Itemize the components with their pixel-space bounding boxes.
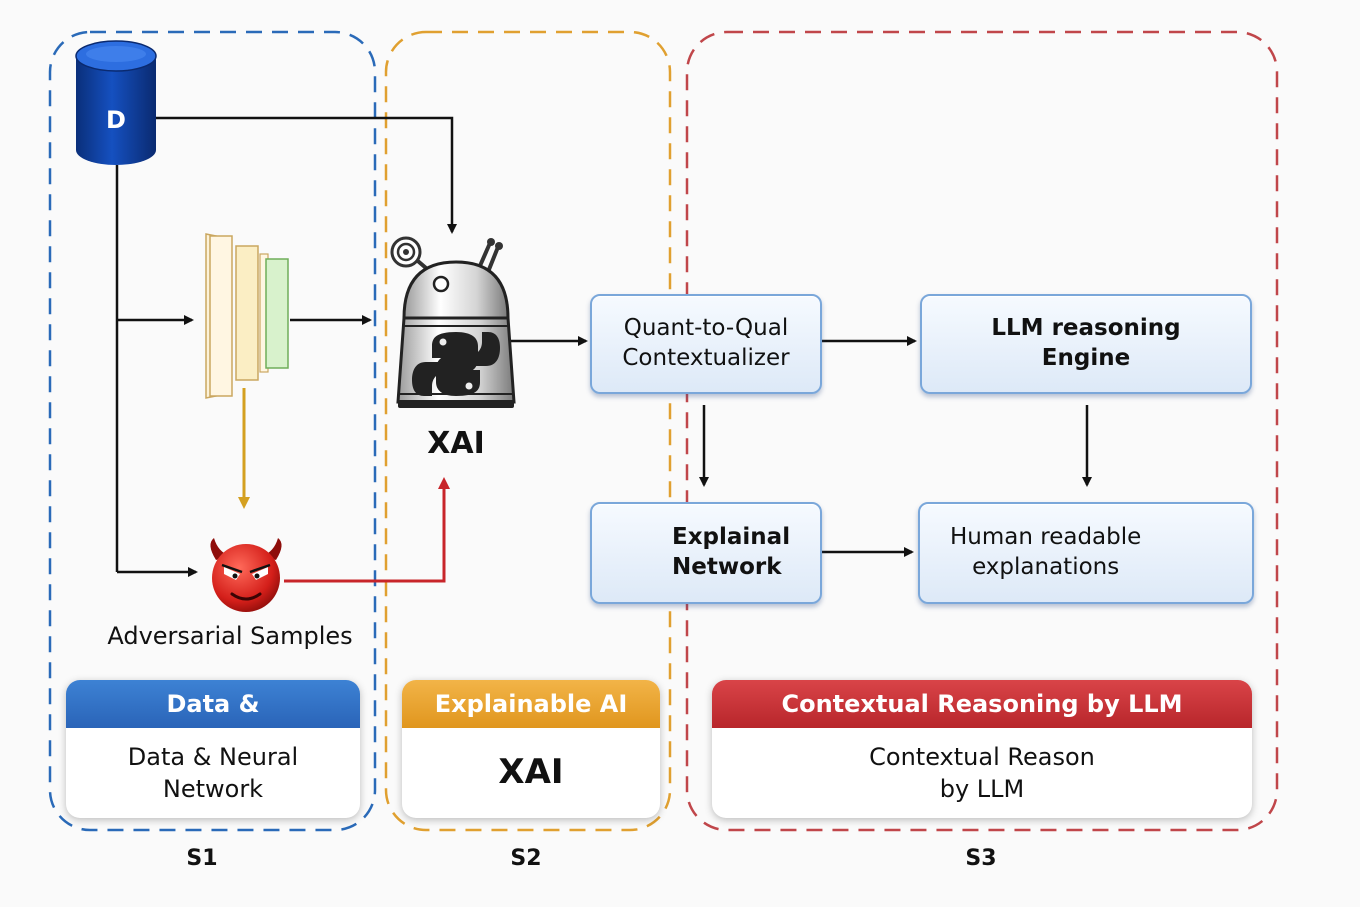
legend-card-llm: Contextual Reasoning by LLM Contextual R… xyxy=(712,680,1252,818)
legend-body-llm: Contextual Reason by LLM xyxy=(712,728,1252,818)
legend-header-data: Data & xyxy=(66,680,360,728)
region-s2-border xyxy=(384,30,672,832)
legend-header-xai-text: Explainable AI xyxy=(434,690,628,718)
database-label: D xyxy=(106,106,126,134)
devil-icon xyxy=(210,538,282,612)
region-label-s3: S3 xyxy=(965,846,997,871)
arrow-adversarial-to-xai xyxy=(284,477,450,583)
contextualizer-line2: Contextualizer xyxy=(622,345,790,371)
human-readable-line2: explanations xyxy=(972,554,1120,580)
region-label-s1: S1 xyxy=(186,846,218,871)
legend-header-llm: Contextual Reasoning by LLM xyxy=(712,680,1252,728)
legend-card-xai: Explainable AI XAI xyxy=(402,680,660,818)
legend-header-xai: Explainable AI xyxy=(402,680,660,728)
explainal-network-line2: Network xyxy=(672,554,782,580)
region-s1-border xyxy=(48,30,377,832)
legend-body-xai-line1: XAI xyxy=(498,752,564,793)
llm-engine-line1: LLM reasoning xyxy=(991,315,1181,342)
legend-header-data-text: Data & xyxy=(166,690,260,718)
legend-body-xai: XAI xyxy=(402,728,660,818)
xai-node-label: XAI xyxy=(427,426,485,461)
legend-body-data-line1: Data & Neural xyxy=(127,742,299,771)
contextualizer-line1: Quant-to-Qual xyxy=(623,315,789,342)
legend-header-llm-text: Contextual Reasoning by LLM xyxy=(781,690,1183,718)
neural-network-icon xyxy=(205,233,289,399)
arrow-db-to-xai xyxy=(147,116,457,234)
llm-engine-line2: Engine xyxy=(1041,345,1131,371)
explainal-network-line1: Explainal xyxy=(672,524,791,551)
adversarial-samples-label: Adversarial Samples xyxy=(107,622,353,650)
legend-body-data-line2: Network xyxy=(162,775,264,803)
database-icon xyxy=(75,40,157,165)
python-robot-icon xyxy=(390,236,516,408)
region-label-s2: S2 xyxy=(510,846,542,871)
human-readable-box: Human readable explanations xyxy=(918,502,1254,604)
legend-body-llm-line1: Contextual Reason xyxy=(869,742,1095,771)
human-readable-line1: Human readable xyxy=(950,524,1142,551)
legend-body-llm-line2: by LLM xyxy=(939,775,1025,803)
